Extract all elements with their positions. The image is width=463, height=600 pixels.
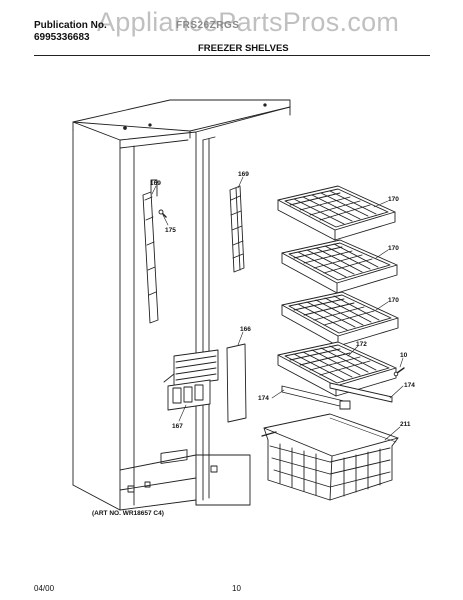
air-louver	[163, 349, 219, 411]
callout-170-lower: 170	[388, 297, 399, 304]
callout-169-right: 169	[238, 171, 249, 178]
callout-166: 166	[240, 326, 251, 333]
basket-slide-left	[281, 385, 351, 410]
callout-172: 172	[356, 341, 367, 348]
freezer-shelf-172	[277, 341, 397, 397]
callout-169-left: 169	[150, 180, 161, 187]
basket-slide-right	[329, 382, 393, 403]
section-title: FREEZER SHELVES	[198, 43, 289, 54]
callout-174-right: 174	[404, 382, 415, 389]
freezer-cabinet	[72, 99, 291, 511]
leader-lines	[151, 176, 404, 441]
model-number: FRS26ZRGS	[176, 20, 240, 31]
callout-211: 211	[400, 421, 411, 428]
wire-basket	[261, 413, 399, 501]
publication-label: Publication No.	[34, 20, 107, 31]
right-shelf-rail	[229, 185, 245, 273]
callout-10: 10	[400, 352, 408, 359]
freezer-shelf-lower	[281, 291, 399, 347]
callout-170-top: 170	[388, 196, 399, 203]
callout-175: 175	[165, 227, 176, 234]
freezer-shelf-top	[277, 185, 396, 241]
page-number: 10	[232, 584, 241, 593]
publication-number: 6995336683	[34, 32, 90, 43]
footer-date: 04/00	[34, 584, 55, 593]
freezer-shelf-middle	[281, 239, 398, 294]
header-rule	[34, 55, 430, 56]
screw-175	[158, 209, 167, 218]
left-shelf-rail	[142, 179, 159, 324]
callout-170-middle: 170	[388, 245, 399, 252]
callout-167: 167	[172, 423, 183, 430]
cover-166	[226, 343, 247, 423]
watermark: AppliancePartsPros.com	[97, 7, 400, 37]
callout-174-left: 174	[258, 395, 269, 402]
art-number: (ART NO. WR18657 C4)	[92, 510, 164, 517]
screw-10	[393, 367, 405, 377]
